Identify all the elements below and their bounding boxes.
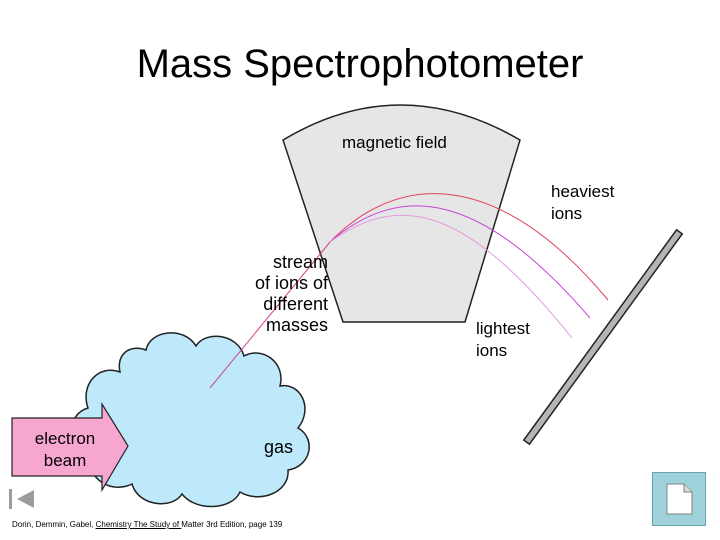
document-button[interactable] — [652, 472, 706, 526]
electron-beam-label: electron beam — [34, 429, 96, 470]
electron-beam-arrow — [11, 401, 129, 493]
heaviest-ions-label: heaviest ions — [551, 182, 615, 223]
ion-stream-label: stream of ions of different masses — [254, 252, 328, 335]
gas-label: gas — [264, 437, 294, 457]
lightest-ion-path — [329, 214, 573, 339]
magnetic-field-region — [282, 104, 521, 323]
incoming-ion-stream — [209, 241, 331, 389]
citation-authors: Dorin, Demmin, Gabel, — [12, 520, 96, 529]
back-to-start-button[interactable] — [8, 488, 38, 510]
page-title: Mass Spectrophotometer — [136, 42, 584, 86]
citation-edition: Matter 3rd Edition, page 139 — [181, 520, 283, 529]
detector-plate — [522, 228, 684, 446]
document-icon — [652, 472, 706, 526]
ion-paths — [209, 193, 609, 389]
citation-book-title: Chemistry The Study of — [95, 520, 182, 529]
middle-ion-path — [329, 205, 591, 319]
back-to-start-icon — [9, 489, 34, 509]
lightest-ions-label: lightest ions — [476, 319, 530, 360]
citation: Dorin, Demmin, Gabel, Chemistry The Stud… — [12, 520, 282, 530]
heaviest-ion-path — [329, 193, 609, 301]
magnetic-field-label: magnetic field — [342, 133, 447, 152]
